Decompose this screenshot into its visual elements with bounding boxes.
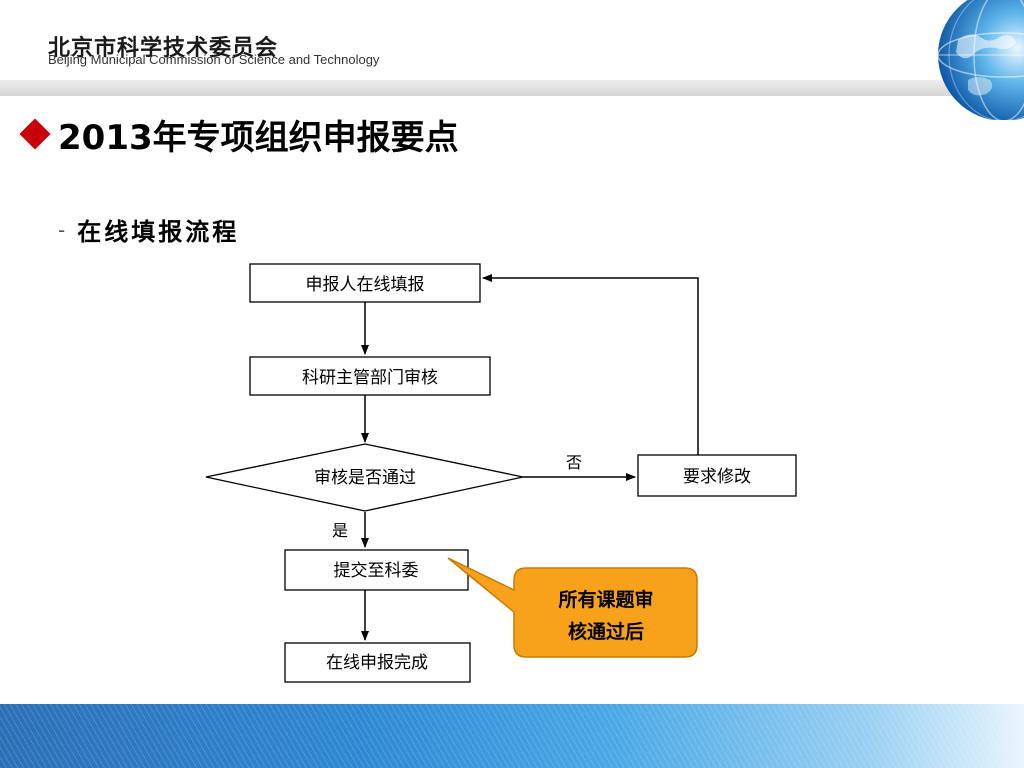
label-yes: 是 xyxy=(332,521,348,540)
step-label-fill-online: 申报人在线填报 xyxy=(306,275,425,295)
org-name-en: Beijing Municipal Commission of Science … xyxy=(48,52,380,67)
arrow-revise-to-fill xyxy=(482,274,699,455)
step-label-dept-review: 科研主管部门审核 xyxy=(302,368,438,388)
step-label-submit: 提交至科委 xyxy=(334,561,419,581)
subtitle-row: - 在线填报流程 xyxy=(58,212,239,247)
step-box-submit xyxy=(284,549,469,591)
callout-line-1: 所有课题审 xyxy=(558,588,653,611)
org-name-cn: 北京市科学技术委员会 xyxy=(48,36,279,61)
decision-diamond xyxy=(205,443,524,512)
step-label-complete: 在线申报完成 xyxy=(326,653,428,673)
footer-band xyxy=(0,704,1024,768)
decision-label: 审核是否通过 xyxy=(314,468,416,488)
step-label-revise: 要求修改 xyxy=(683,467,751,487)
step-box-fill-online xyxy=(249,263,481,303)
subtitle: 在线填报流程 xyxy=(77,217,240,246)
step-box-complete xyxy=(284,642,471,683)
step-box-dept-review xyxy=(249,356,491,396)
callout-line-2: 核通过后 xyxy=(568,620,644,643)
slide-title: 2013年专项组织申报要点 xyxy=(58,117,459,158)
slide-title-row: 2013年专项组织申报要点 xyxy=(18,110,459,158)
header-band xyxy=(0,80,1024,96)
flowchart: 申报人在线填报 科研主管部门审核 审核是否通过 否 是 要求修改 提交至科委 在… xyxy=(205,263,797,683)
globe-icon xyxy=(937,0,1024,120)
dash-bullet: - xyxy=(58,217,66,242)
label-no: 否 xyxy=(566,453,582,472)
callout-bubble xyxy=(447,557,698,658)
step-box-revise xyxy=(637,454,797,497)
